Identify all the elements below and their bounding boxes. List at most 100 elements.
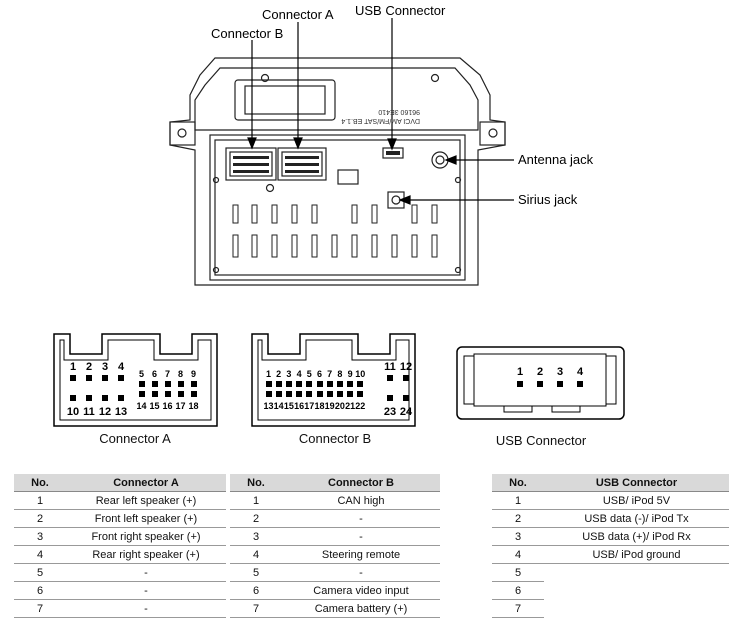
pin-square — [306, 381, 313, 387]
pin-square — [537, 381, 543, 387]
pin-square — [138, 391, 145, 397]
pin-function-cell: USB/ iPod ground — [544, 545, 729, 564]
pin-function-cell: Front right speaker (+) — [66, 527, 226, 546]
pin-label: 4 — [117, 361, 125, 373]
pin-function-cell: Steering remote — [282, 545, 440, 564]
pin-function-cell: - — [282, 563, 440, 582]
callout-antenna-jack: Antenna jack — [518, 152, 594, 167]
pin-label: 12 — [399, 361, 413, 373]
unit-label-line2: DVCI AM/FM/SAT EB.1.4 — [341, 117, 420, 124]
pin-label: 18 — [188, 401, 199, 411]
pin-label: 15 — [283, 401, 294, 411]
pin-number-cell: 1 — [492, 491, 544, 510]
table-row: 7- — [14, 599, 226, 618]
pin-square — [285, 391, 292, 397]
pin-number-cell: 2 — [230, 509, 282, 528]
pin-number-cell: 7 — [14, 599, 66, 618]
pin-function-cell — [544, 564, 729, 582]
pin-square — [285, 381, 292, 387]
table-row: 6- — [14, 581, 226, 600]
pin-number-cell: 3 — [14, 527, 66, 546]
pin-label: 6 — [151, 369, 157, 379]
pin-label: 3 — [556, 366, 564, 378]
usb-connector-face — [456, 346, 625, 420]
pin-number-cell: 2 — [14, 509, 66, 528]
pin-square — [316, 391, 323, 397]
callout-connector-a: Connector A — [262, 7, 334, 22]
pin-square — [577, 381, 583, 387]
pin-label: 13 — [114, 406, 128, 418]
pin-number-cell: 6 — [14, 581, 66, 600]
pin-square — [164, 381, 171, 387]
pin-label: 1 — [516, 366, 524, 378]
pin-square — [316, 381, 323, 387]
pin-square — [70, 375, 76, 381]
pin-square — [164, 391, 171, 397]
pin-square — [86, 375, 92, 381]
pin-square — [265, 391, 272, 397]
pin-function-cell: - — [282, 509, 440, 528]
pin-number-cell: 4 — [492, 545, 544, 564]
table-header-no: No. — [492, 474, 544, 492]
pin-square — [557, 381, 563, 387]
pin-function-cell: - — [66, 563, 226, 582]
pin-square — [387, 395, 393, 401]
pin-label: 4 — [576, 366, 584, 378]
connector-b-caption: Connector B — [298, 431, 372, 446]
pin-label: 2 — [85, 361, 93, 373]
connector-a-caption: Connector A — [99, 431, 171, 446]
pin-label: 14 — [273, 401, 284, 411]
pin-number-cell: 6 — [492, 581, 544, 600]
pin-label: 6 — [316, 369, 322, 379]
pin-square — [403, 395, 409, 401]
callout-usb-connector: USB Connector — [355, 3, 446, 18]
pin-label: 1 — [69, 361, 77, 373]
pin-label: 11 — [384, 361, 396, 373]
pin-label: 8 — [177, 369, 183, 379]
pin-square — [102, 375, 108, 381]
table-row: 6 — [492, 581, 729, 600]
pin-number-cell: 3 — [492, 527, 544, 546]
pin-number-cell: 5 — [492, 563, 544, 582]
pin-square — [275, 391, 282, 397]
pin-function-cell — [544, 582, 729, 600]
pin-number-cell: 5 — [230, 563, 282, 582]
pin-label: 10 — [66, 406, 80, 418]
pin-square — [403, 375, 409, 381]
pin-label: 8 — [337, 369, 343, 379]
pin-square — [118, 375, 124, 381]
pin-label: 17 — [304, 401, 315, 411]
pin-function-cell: CAN high — [282, 491, 440, 510]
pin-number-cell: 1 — [14, 491, 66, 510]
pin-function-cell: USB data (-)/ iPod Tx — [544, 509, 729, 528]
pin-square — [177, 381, 184, 387]
pin-square — [306, 391, 313, 397]
pin-square — [357, 381, 364, 387]
pin-number-cell: 1 — [230, 491, 282, 510]
callout-connector-b: Connector B — [211, 26, 284, 41]
pin-label: 23 — [383, 406, 397, 418]
pin-square — [296, 381, 303, 387]
pin-function-cell: - — [66, 581, 226, 600]
table-header-desc: USB Connector — [544, 474, 729, 492]
pin-square — [151, 391, 158, 397]
table-header-desc: Connector A — [66, 474, 226, 492]
callout-sirius-jack: Sirius jack — [518, 192, 578, 207]
pin-label: 13 — [263, 401, 274, 411]
pin-function-cell: USB/ iPod 5V — [544, 491, 729, 510]
table-row: 5- — [230, 563, 440, 582]
pin-number-cell: 4 — [14, 545, 66, 564]
pin-square — [336, 381, 343, 387]
pin-function-cell: - — [282, 527, 440, 546]
pin-label: 16 — [162, 401, 173, 411]
pin-number-cell: 2 — [492, 509, 544, 528]
